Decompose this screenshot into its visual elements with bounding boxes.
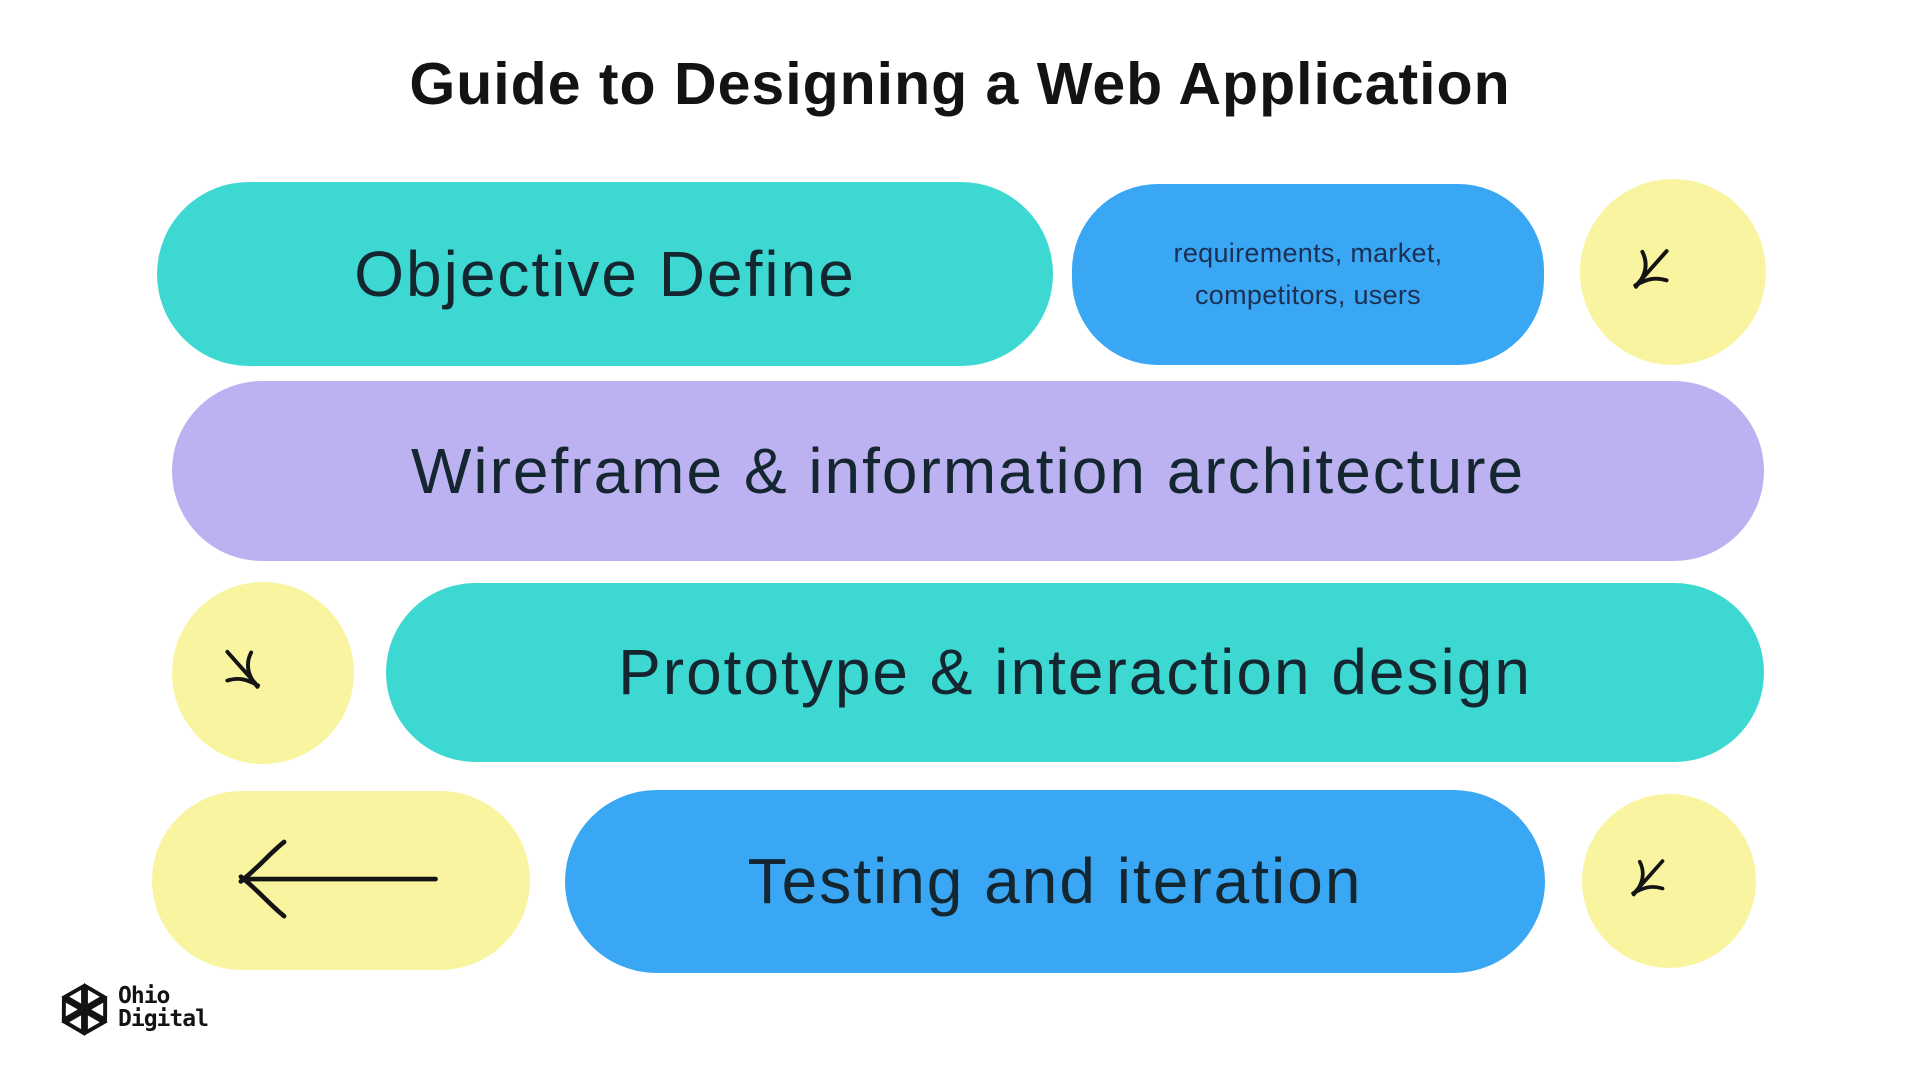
step-label: Testing and iteration: [747, 845, 1363, 918]
arrow-circle-bottom-right: [1582, 794, 1756, 968]
note-pill-requirements: requirements, market, competitors, users: [1072, 184, 1544, 365]
arrow-circle-top-right: [1580, 179, 1766, 365]
note-line: requirements, market,: [1173, 237, 1443, 268]
note-line: competitors, users: [1195, 279, 1421, 310]
brand-logo-line1: Ohio: [118, 983, 170, 1009]
brand-logo-line2: Digital: [118, 1006, 209, 1032]
arrow-pill-bottom-left: [152, 791, 530, 970]
brand-logo: Ohio Digital: [60, 982, 209, 1037]
step-label: Wireframe & information architecture: [410, 434, 1526, 507]
arrow-circle-mid-left: [172, 582, 354, 764]
step-pill-wireframe: Wireframe & information architecture: [172, 381, 1764, 561]
step-pill-objective-define: Objective Define: [157, 182, 1053, 366]
hex-triangles-logo-icon: [60, 982, 109, 1037]
arrow-down-left-icon: [1615, 845, 1723, 917]
step-pill-testing: Testing and iteration: [565, 790, 1545, 973]
page-title: Guide to Designing a Web Application: [409, 51, 1511, 117]
arrow-down-right-icon: [207, 635, 320, 710]
brand-logo-text: Ohio Digital: [118, 983, 209, 1032]
step-pill-prototype: Prototype & interaction design: [386, 583, 1764, 762]
step-label: Prototype & interaction design: [618, 636, 1532, 709]
step-label: Objective Define: [354, 237, 856, 310]
arrow-left-icon: [175, 808, 508, 952]
arrow-down-left-icon: [1616, 234, 1731, 310]
